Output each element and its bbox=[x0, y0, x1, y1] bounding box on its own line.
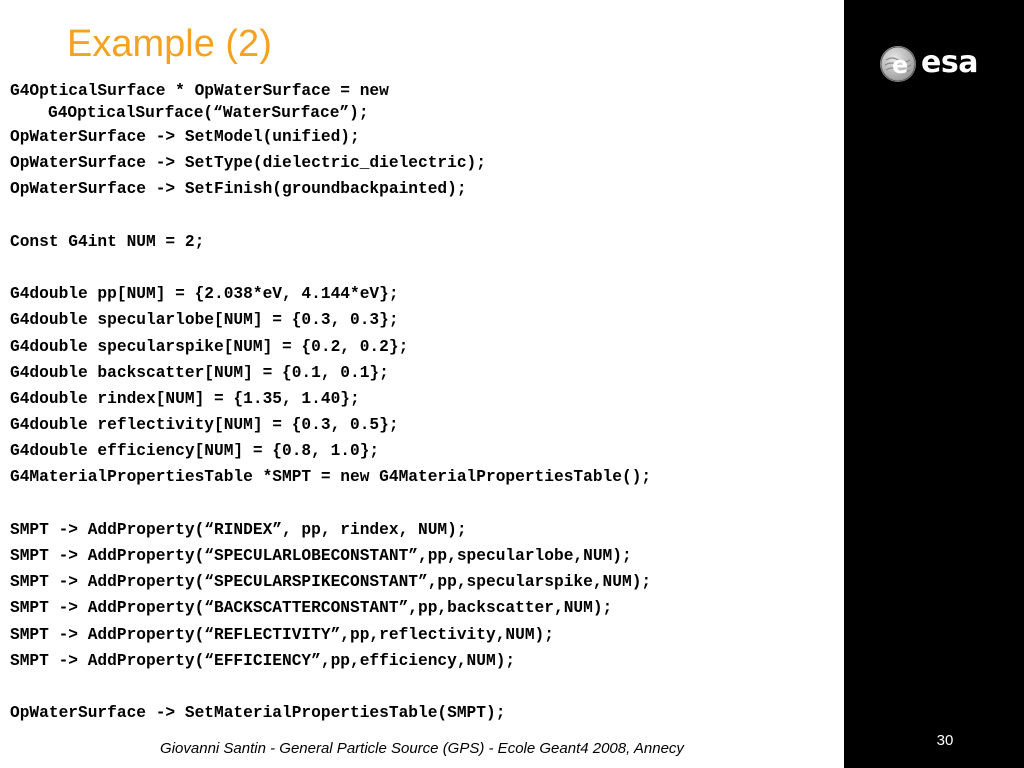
code-line: G4double specularspike[NUM] = {0.2, 0.2}… bbox=[10, 337, 409, 356]
code-line-blank bbox=[10, 674, 840, 700]
code-line: G4OpticalSurface(“WaterSurface”); bbox=[48, 104, 369, 122]
code-line: OpWaterSurface -> SetMaterialPropertiesT… bbox=[10, 704, 506, 723]
code-line: SMPT -> AddProperty(“EFFICIENCY”,pp,effi… bbox=[10, 651, 516, 670]
code-line: G4double reflectivity[NUM] = {0.3, 0.5}; bbox=[10, 416, 399, 435]
code-line: SMPT -> AddProperty(“RINDEX”, pp, rindex… bbox=[10, 520, 467, 539]
code-block: G4OpticalSurface * OpWaterSurface = new … bbox=[10, 80, 840, 726]
code-line: SMPT -> AddProperty(“SPECULARLOBECONSTAN… bbox=[10, 547, 632, 565]
code-line: G4double backscatter[NUM] = {0.1, 0.1}; bbox=[10, 363, 389, 382]
code-line: G4double specularlobe[NUM] = {0.3, 0.3}; bbox=[10, 311, 399, 330]
slide-title: Example (2) bbox=[67, 23, 272, 65]
footer-text: Giovanni Santin - General Particle Sourc… bbox=[160, 740, 684, 757]
svg-text:e: e bbox=[892, 51, 908, 79]
code-line: G4double efficiency[NUM] = {0.8, 1.0}; bbox=[10, 442, 380, 461]
code-line: Const G4int NUM = 2; bbox=[10, 232, 205, 251]
code-line: SMPT -> AddProperty(“SPECULARSPIKECONSTA… bbox=[10, 573, 652, 592]
code-line-blank bbox=[10, 255, 840, 281]
code-line: SMPT -> AddProperty(“BACKSCATTERCONSTANT… bbox=[10, 599, 613, 618]
code-line: G4OpticalSurface * OpWaterSurface = new bbox=[10, 82, 389, 100]
code-line-blank bbox=[10, 203, 840, 229]
esa-logo: e esa bbox=[880, 44, 990, 84]
esa-logo-icon: e bbox=[880, 46, 916, 82]
code-line: OpWaterSurface -> SetType(dielectric_die… bbox=[10, 154, 486, 173]
code-line: G4MaterialPropertiesTable *SMPT = new G4… bbox=[10, 468, 652, 487]
code-line: SMPT -> AddProperty(“REFLECTIVITY”,pp,re… bbox=[10, 625, 554, 644]
code-line: OpWaterSurface -> SetModel(unified); bbox=[10, 128, 360, 146]
code-line: OpWaterSurface -> SetFinish(groundbackpa… bbox=[10, 180, 467, 199]
page-number: 30 bbox=[936, 732, 954, 749]
code-line: G4double pp[NUM] = {2.038*eV, 4.144*eV}; bbox=[10, 285, 399, 304]
side-panel bbox=[844, 0, 1024, 768]
code-line: G4double rindex[NUM] = {1.35, 1.40}; bbox=[10, 389, 360, 408]
logo-text: esa bbox=[921, 45, 978, 80]
code-line-blank bbox=[10, 491, 840, 517]
